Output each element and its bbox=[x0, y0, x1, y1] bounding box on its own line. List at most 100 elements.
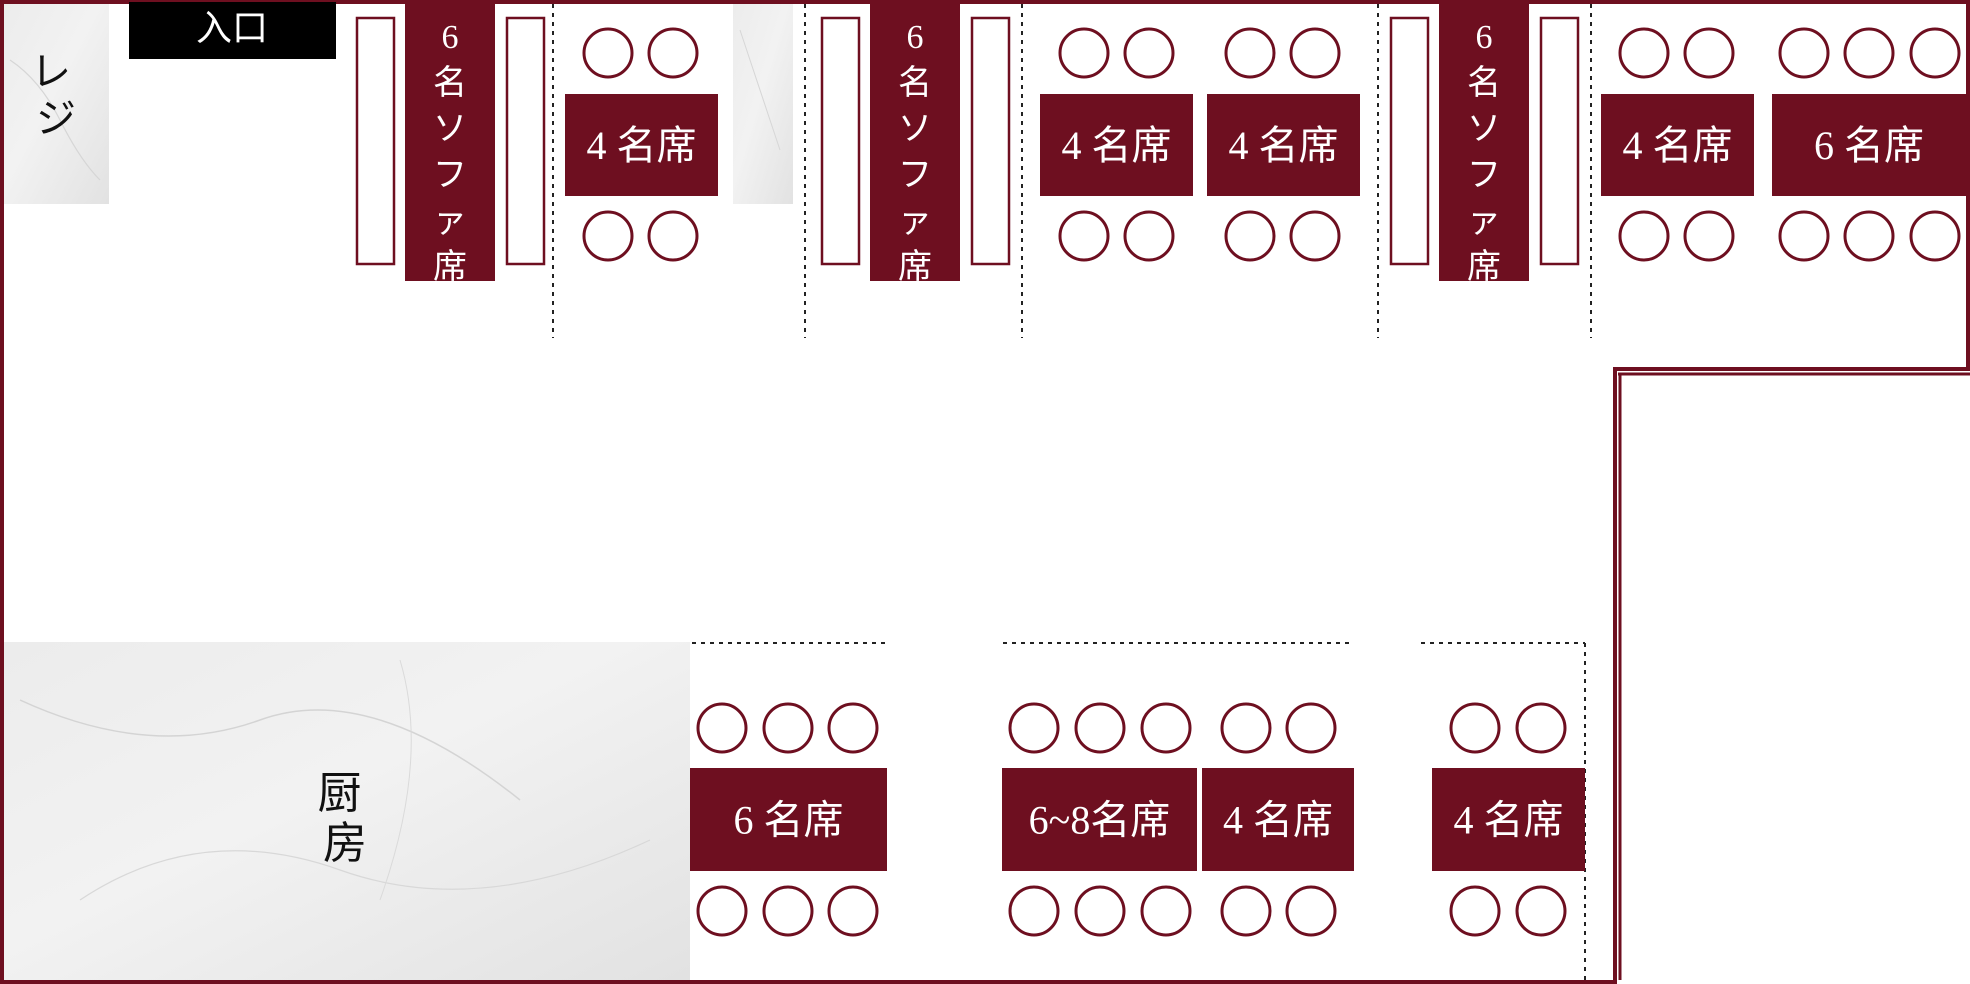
sofa-table bbox=[870, 2, 960, 281]
chair bbox=[827, 885, 879, 937]
chair bbox=[1140, 702, 1192, 754]
sofa-bench bbox=[355, 16, 396, 266]
chair bbox=[762, 885, 814, 937]
sofa-bench bbox=[970, 16, 1011, 266]
chair bbox=[1778, 27, 1830, 79]
table-top-2[interactable]: 4 名席 bbox=[1040, 27, 1193, 262]
chair bbox=[1220, 885, 1272, 937]
chair bbox=[696, 702, 748, 754]
chair bbox=[1123, 27, 1175, 79]
chair bbox=[1909, 210, 1961, 262]
chair bbox=[1618, 27, 1670, 79]
table-label: 6 名席 bbox=[734, 798, 844, 843]
chair bbox=[1683, 210, 1735, 262]
table-top-3[interactable]: 4 名席 bbox=[1207, 27, 1360, 262]
table-label: 6 名席 bbox=[1814, 123, 1924, 168]
partitions bbox=[552, 4, 1592, 980]
table-top-4[interactable]: 4 名席 bbox=[1601, 27, 1754, 262]
chair bbox=[1123, 210, 1175, 262]
chair bbox=[1778, 210, 1830, 262]
chair bbox=[1008, 702, 1060, 754]
chair bbox=[582, 210, 634, 262]
table-top bbox=[1601, 94, 1754, 196]
table-top-5[interactable]: 6 名席 bbox=[1772, 27, 1966, 262]
chair bbox=[1515, 702, 1567, 754]
kitchen-area bbox=[4, 642, 690, 980]
chair bbox=[1909, 27, 1961, 79]
table-label: 4 名席 bbox=[1229, 123, 1339, 168]
chair bbox=[696, 885, 748, 937]
chair bbox=[1224, 27, 1276, 79]
chair bbox=[1058, 210, 1110, 262]
chair bbox=[647, 27, 699, 79]
table-top bbox=[1040, 94, 1193, 196]
kitchen-label: 厨 房 bbox=[318, 769, 373, 868]
table-label: 4 名席 bbox=[587, 123, 697, 168]
table-top bbox=[1202, 768, 1354, 871]
chair bbox=[1843, 210, 1895, 262]
sofa-table bbox=[405, 2, 495, 281]
chair bbox=[1843, 27, 1895, 79]
chair bbox=[1289, 210, 1341, 262]
register-area bbox=[4, 4, 109, 204]
sofa-bench bbox=[820, 16, 861, 266]
sofa-bench bbox=[1539, 16, 1580, 266]
chair bbox=[762, 702, 814, 754]
table-top-1[interactable]: 4 名席 bbox=[565, 27, 718, 262]
table-bottom-4[interactable]: 4 名席 bbox=[1432, 702, 1585, 937]
kitchen-char-1: 厨 bbox=[318, 769, 362, 818]
table-bottom-2[interactable]: 6~8名席 bbox=[1002, 702, 1197, 937]
sofa-bench bbox=[1389, 16, 1430, 266]
chair bbox=[1140, 885, 1192, 937]
chair bbox=[1285, 702, 1337, 754]
table-top bbox=[1772, 94, 1966, 196]
table-top bbox=[1002, 768, 1197, 871]
chair bbox=[647, 210, 699, 262]
table-label: 4 名席 bbox=[1223, 798, 1333, 843]
chair bbox=[827, 702, 879, 754]
chair bbox=[1058, 27, 1110, 79]
table-bottom-1[interactable]: 6 名席 bbox=[690, 702, 887, 937]
chair bbox=[1074, 885, 1126, 937]
chair bbox=[1289, 27, 1341, 79]
tables: 4 名席 4 名席 4 名席 4 名席 6 名席 6 名席 6~8名席 4 名席 4 名席 bbox=[565, 27, 1966, 937]
divider-marble-1 bbox=[733, 4, 793, 204]
chair bbox=[1074, 702, 1126, 754]
chair bbox=[1449, 702, 1501, 754]
register-label: レ ジ bbox=[31, 49, 81, 141]
chair bbox=[1618, 210, 1670, 262]
chair bbox=[1220, 702, 1272, 754]
entrance-label: 入口 bbox=[196, 8, 268, 48]
table-top bbox=[1432, 768, 1585, 871]
table-label: 6~8名席 bbox=[1029, 798, 1171, 843]
table-top bbox=[565, 94, 718, 196]
sofa-table bbox=[1439, 2, 1529, 281]
table-label: 4 名席 bbox=[1623, 123, 1733, 168]
table-label: 4 名席 bbox=[1454, 798, 1564, 843]
chair bbox=[1683, 27, 1735, 79]
register-char-1: レ bbox=[31, 49, 71, 94]
table-bottom-3[interactable]: 4 名席 bbox=[1202, 702, 1354, 937]
chair bbox=[1008, 885, 1060, 937]
chair bbox=[1224, 210, 1276, 262]
chair bbox=[1449, 885, 1501, 937]
sofa-bench bbox=[505, 16, 546, 266]
chair bbox=[1515, 885, 1567, 937]
table-top bbox=[690, 768, 887, 871]
kitchen-char-2: 房 bbox=[323, 819, 367, 868]
register-char-2: ジ bbox=[36, 96, 76, 141]
table-label: 4 名席 bbox=[1062, 123, 1172, 168]
chair bbox=[582, 27, 634, 79]
table-top bbox=[1207, 94, 1360, 196]
entrance[interactable]: 入口 bbox=[129, 2, 336, 59]
chair bbox=[1285, 885, 1337, 937]
